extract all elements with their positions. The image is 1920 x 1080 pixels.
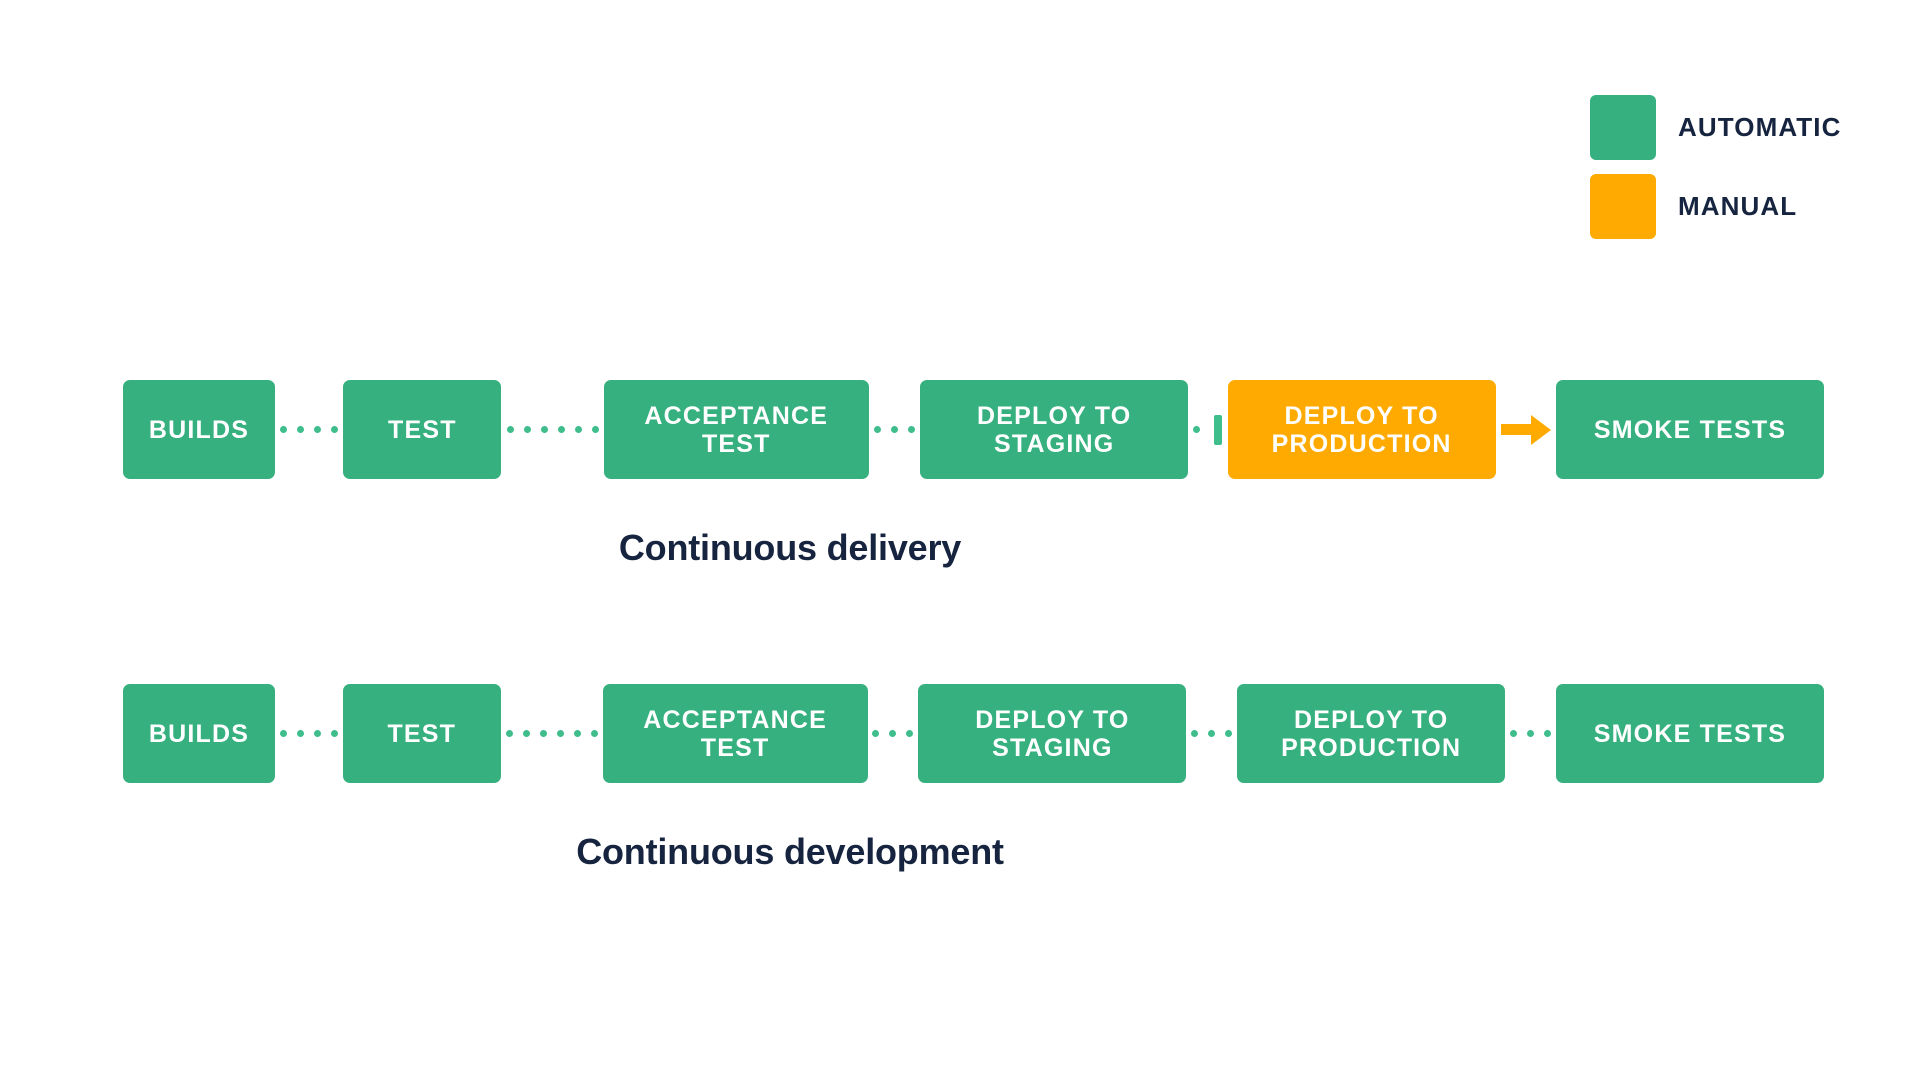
stage-label: DEPLOY TO STAGING [977,401,1132,458]
pipeline-continuous-delivery: BUILDS TEST ACCEPTANCE TES [0,380,1920,479]
dot [872,730,880,737]
dot [296,730,304,737]
connector-dotted [868,684,919,783]
dotted-line-icon [1505,730,1556,737]
dotted-line-icon [869,426,920,433]
dot [906,730,914,737]
dot [591,426,599,433]
dot [330,730,338,737]
dot [1527,730,1535,737]
stage-label: TEST [388,415,457,444]
dot [522,730,530,737]
stage-test[interactable]: TEST [343,380,502,479]
dot [1208,730,1216,737]
dotted-line-icon [501,426,603,433]
stage-deploy-to-staging[interactable]: DEPLOY TO STAGING [920,380,1189,479]
dot [297,426,305,433]
connector-dotted [501,380,603,479]
dot [874,426,882,433]
dotted-line-icon [501,730,603,737]
stage-label: DEPLOY TO PRODUCTION [1281,705,1462,762]
stage-label: DEPLOY TO STAGING [975,705,1130,762]
automatic-swatch-icon [1590,95,1656,160]
dot [1191,730,1199,737]
stage-label: SMOKE TESTS [1593,415,1787,444]
stage-label: ACCEPTANCE TEST [643,705,827,762]
stage-smoke-tests[interactable]: SMOKE TESTS [1556,380,1825,479]
connector-cut-bar [1214,414,1223,445]
connector-arrow [1496,380,1556,479]
dot [313,730,321,737]
dot [573,730,581,737]
connector-dotted-cut [1188,380,1227,479]
manual-swatch-icon [1590,174,1656,239]
legend-label-automatic: AUTOMATIC [1678,112,1842,142]
arrow-shaft [1500,424,1531,435]
stage-acceptance-test[interactable]: ACCEPTANCE TEST [602,684,868,783]
dotted-line-cut-icon [1188,414,1227,445]
caption-continuous-development: Continuous development [576,831,1004,872]
dot [889,730,897,737]
connector-dotted [275,380,343,479]
dot [314,426,322,433]
dot [505,730,513,737]
pipeline-track: BUILDS TEST ACCEPTANCE TES [0,684,1920,783]
stage-smoke-tests[interactable]: SMOKE TESTS [1555,684,1824,783]
dot [1193,426,1201,433]
dot [1544,730,1552,737]
connector-dotted [501,684,603,783]
dotted-line-icon [275,426,343,433]
pipeline-track: BUILDS TEST ACCEPTANCE TES [0,380,1920,479]
stage-deploy-to-production[interactable]: DEPLOY TO PRODUCTION [1237,684,1506,783]
dot [590,730,598,737]
dot [331,426,339,433]
stage-builds[interactable]: BUILDS [123,380,275,479]
stage-label: BUILDS [148,719,250,748]
legend-item-automatic: AUTOMATIC [1590,95,1841,160]
pipeline-continuous-development: BUILDS TEST ACCEPTANCE TES [0,684,1920,783]
dot [280,426,288,433]
dot [1510,730,1518,737]
stage-label: TEST [387,719,457,748]
legend-item-manual: MANUAL [1590,174,1841,239]
dot [908,426,916,433]
dot [574,426,582,433]
stage-acceptance-test[interactable]: ACCEPTANCE TEST [603,380,869,479]
stage-label: ACCEPTANCE TEST [644,401,829,458]
stage-deploy-to-staging[interactable]: DEPLOY TO STAGING [918,684,1187,783]
stage-builds[interactable]: BUILDS [123,684,275,783]
dotted-line-icon [1186,730,1237,737]
dot [1225,730,1233,737]
arrow-head [1530,414,1551,445]
dot [557,426,565,433]
stage-label: BUILDS [148,415,250,444]
dot [540,426,548,433]
caption-continuous-delivery: Continuous delivery [618,527,962,568]
dot [523,426,531,433]
legend: AUTOMATIC MANUAL [1590,95,1841,239]
dot [556,730,564,737]
dotted-line-icon [275,730,343,737]
dot [539,730,547,737]
connector-dotted [275,684,343,783]
dotted-line-icon [868,730,919,737]
connector-dotted [1505,684,1556,783]
stage-label: SMOKE TESTS [1593,719,1787,748]
connector-dotted [1186,684,1237,783]
dot [506,426,514,433]
stage-deploy-to-production[interactable]: DEPLOY TO PRODUCTION [1227,380,1496,479]
arrow-right-icon [1496,414,1556,445]
connector-dotted [869,380,920,479]
dot [891,426,899,433]
dot [279,730,287,737]
stage-test[interactable]: TEST [342,684,501,783]
stage-label: DEPLOY TO PRODUCTION [1271,401,1452,458]
legend-label-manual: MANUAL [1678,191,1798,221]
